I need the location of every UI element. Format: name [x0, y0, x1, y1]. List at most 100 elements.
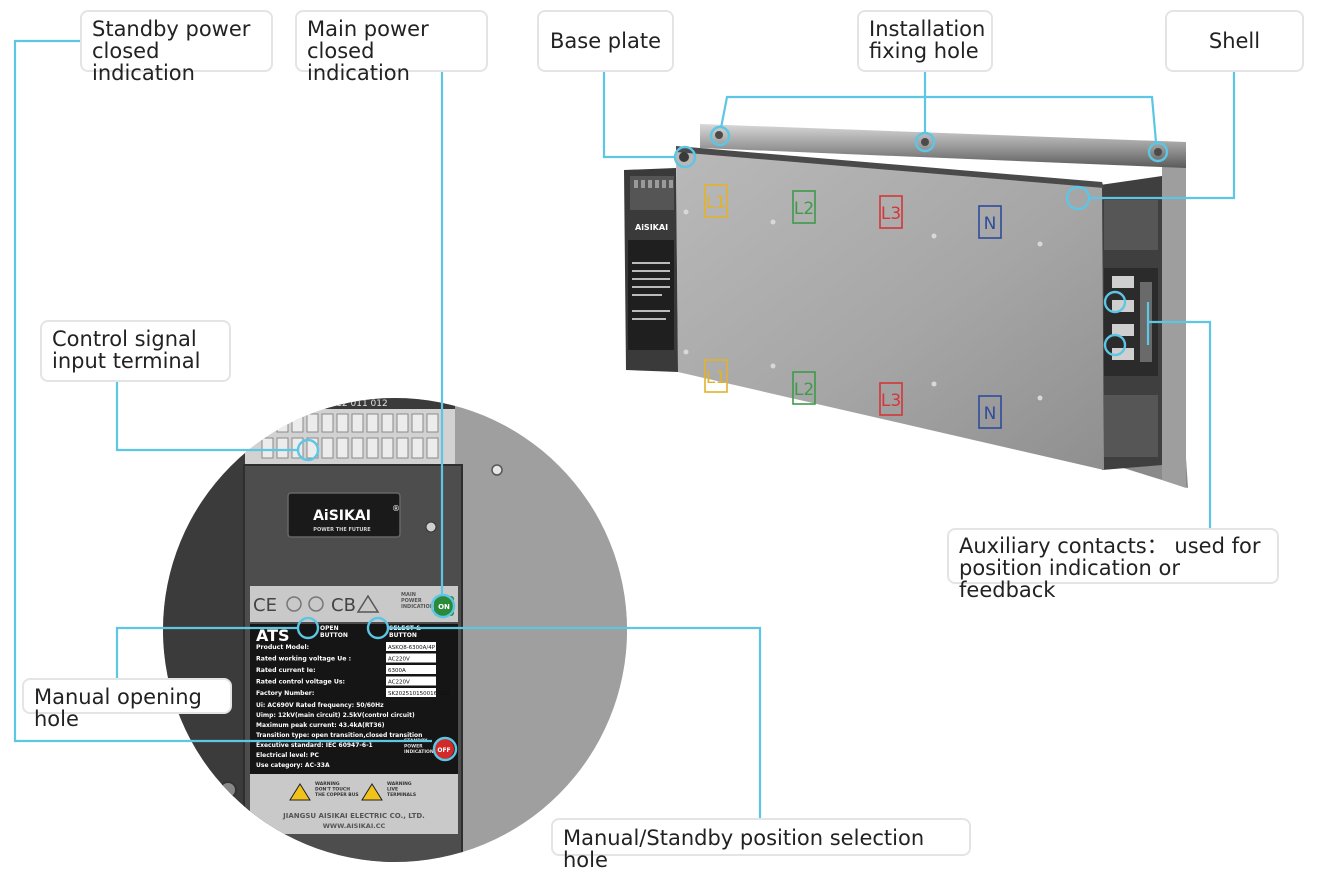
- callout-main-power: Main power closed indication: [295, 10, 488, 84]
- terminal-cell: [381, 413, 394, 433]
- phase-badge-frame: [879, 382, 903, 416]
- leader-install-left: [719, 72, 927, 129]
- warning-icon-left: [289, 783, 311, 801]
- fixing-hole-right: [1154, 148, 1162, 156]
- phase-badge-label: L1: [706, 193, 726, 213]
- spec-line: Uimp: 12kV(main circuit) 2.5kV(control c…: [256, 712, 415, 719]
- terminal-strip-label: 011 A12 011 012: [310, 399, 388, 409]
- ring-install-left: [709, 125, 731, 147]
- phase-badge-label: L2: [794, 380, 814, 400]
- face-screws: [683, 209, 1043, 401]
- terminal-cell: [381, 437, 394, 459]
- callout-manual-opening: Manual opening hole: [22, 678, 232, 730]
- terminal-cell: [261, 437, 274, 459]
- magnified-panel-view: 011 A12 011 012 AiSIKAI ® POWER THE FUTU…: [163, 398, 627, 862]
- spec-row-value: 6300A: [388, 668, 406, 674]
- ring-auxiliary-bottom: [1103, 333, 1127, 357]
- callout-shell: Shell: [1165, 10, 1304, 72]
- phase-badge-label: N: [984, 404, 997, 424]
- terminal-cell: [276, 413, 289, 433]
- terminal-cell: [336, 437, 349, 459]
- terminal-cell: [276, 437, 289, 459]
- manufacturer-name: JIANGSU AISIKAI ELECTRIC CO., LTD.: [282, 812, 425, 820]
- spec-row-box: [386, 676, 436, 686]
- leader-manual-standby: [389, 626, 762, 818]
- leader-shell: [1089, 72, 1236, 200]
- warning-icon-right: [361, 783, 383, 801]
- cert-icon-b: [308, 596, 324, 612]
- ats-unit: AiSIKAI: [624, 124, 1188, 488]
- ring-control-signal: [296, 438, 320, 462]
- terminal-cell: [351, 437, 364, 459]
- off-light: [434, 739, 454, 759]
- ring-manual-opening: [296, 616, 320, 640]
- leader-standby-power: [13, 39, 432, 743]
- terminal-cell: [366, 437, 379, 459]
- spec-row-label: Product Model:: [256, 644, 309, 651]
- spec-line: Executive standard: IEC 60947-6-1: [256, 742, 373, 749]
- on-light: [434, 596, 454, 616]
- ring-install-middle: [914, 131, 936, 153]
- leader-lines: [13, 39, 1236, 818]
- leader-base-plate: [602, 72, 676, 159]
- callout-standby-power: Standby power closed indication: [80, 10, 273, 84]
- cb-mark: CB: [331, 595, 356, 616]
- phase-badge-frame: [704, 359, 728, 393]
- upper-side-block: [1104, 200, 1158, 250]
- phase-badge-bottom-l2: L2: [792, 371, 816, 405]
- terminal-cell: [396, 437, 409, 459]
- base-plate-right-edge: [1162, 160, 1186, 488]
- brand-registered-mark: ®: [392, 504, 400, 513]
- leader-manual-opening: [115, 626, 298, 678]
- phase-badge-frame: [978, 395, 1002, 429]
- fixing-hole-left: [715, 131, 723, 139]
- spec-line: Electrical level: PC: [256, 752, 319, 759]
- terminal-cell: [336, 413, 349, 433]
- control-module-brand: AiSIKAI: [635, 223, 668, 232]
- phase-badge-frame: [978, 205, 1002, 239]
- manufacturer-website: WWW.AISIKAI.CC: [323, 822, 386, 830]
- brand-name: AiSIKAI: [313, 508, 371, 524]
- spec-row-label: Rated control voltage Us:: [256, 679, 345, 686]
- control-module-terminal-pins: [634, 180, 673, 188]
- spec-line: Transition type: open transition,closed …: [256, 732, 422, 739]
- terminal-cell: [411, 413, 424, 433]
- phase-badge-frame: [879, 195, 903, 229]
- lower-side-block: [1104, 395, 1158, 457]
- phase-badge-bottom-l3: L3: [879, 382, 903, 416]
- phase-badge-label: N: [984, 214, 997, 234]
- terminal-strip-header: [245, 398, 455, 409]
- callout-auxiliary: Auxiliary contacts： used for position in…: [947, 528, 1279, 601]
- phase-badge-label: L3: [881, 391, 901, 411]
- off-light-label: OFF: [437, 747, 450, 754]
- installation-rail: [700, 124, 1186, 168]
- leader-install-right: [925, 95, 1158, 143]
- phase-badge-frame: [792, 371, 816, 405]
- terminal-cell: [321, 413, 334, 433]
- ring-main-power: [430, 593, 456, 619]
- spec-line: Ui: AC690V Rated frequency: 50/60Hz: [256, 702, 384, 709]
- callout-install-hole: Installation fixing hole: [857, 10, 993, 72]
- terminal-cell: [261, 413, 274, 433]
- ring-auxiliary-top: [1103, 290, 1127, 314]
- terminal-cell: [411, 437, 424, 459]
- brand-tagline: POWER THE FUTURE: [313, 527, 371, 533]
- terminal-cell: [321, 437, 334, 459]
- phase-badge-top-l2: L2: [792, 190, 816, 224]
- phase-badge-top-l3: L3: [879, 195, 903, 229]
- phase-badge-frame: [792, 190, 816, 224]
- brand-badge: [287, 492, 401, 538]
- base-plate-screw: [679, 152, 689, 162]
- phase-badge-top-l1: L1: [704, 184, 728, 218]
- terminal-cell: [366, 413, 379, 433]
- side-knob: [163, 525, 167, 595]
- spec-row-label: Factory Number:: [256, 690, 314, 697]
- phase-badge-label: L2: [794, 199, 814, 219]
- ats-title: ATS: [256, 626, 290, 645]
- warning-triangle-icon: [356, 594, 380, 613]
